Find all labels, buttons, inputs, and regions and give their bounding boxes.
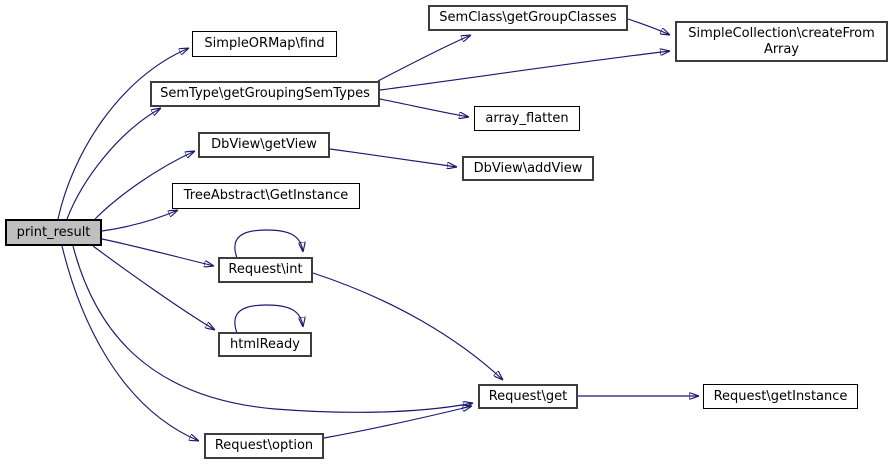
- edge-request-int-self-loop: [234, 229, 303, 259]
- edge-request-int-to-request-get: [312, 272, 503, 380]
- edge-print-result-to-request-int: [101, 238, 214, 266]
- node-treeabstract-getinstance[interactable]: TreeAbstract\GetInstance: [172, 183, 360, 209]
- node-simplecollection-createfromarray[interactable]: SimpleCollection\createFrom Array: [675, 21, 888, 62]
- node-simpleormap-find[interactable]: SimpleORMap\find: [192, 31, 337, 57]
- node-request-int[interactable]: Request\int: [218, 257, 313, 283]
- edge-request-option-to-request-get: [323, 406, 472, 439]
- edge-print-result-to-request-get: [72, 245, 473, 413]
- edge-print-result-to-simpleormap-find: [57, 48, 189, 220]
- node-request-get[interactable]: Request\get: [478, 384, 578, 409]
- edge-print-result-to-treeabstract-getinstance: [101, 210, 178, 232]
- edge-htmlready-self-loop: [234, 304, 303, 334]
- node-dbview-getview[interactable]: DbView\getView: [198, 132, 330, 158]
- edge-print-result-to-request-option: [61, 245, 199, 441]
- edge-semtype-to-array-flatten: [379, 98, 469, 117]
- edge-print-result-to-semtype-getgroupingsemtypes: [66, 108, 161, 220]
- node-array-flatten[interactable]: array_flatten: [474, 106, 580, 131]
- edge-semtype-to-simplecollection-createfromarray: [379, 51, 670, 91]
- node-request-getinstance[interactable]: Request\getInstance: [703, 384, 858, 409]
- node-request-option[interactable]: Request\option: [204, 433, 324, 459]
- node-htmlready[interactable]: htmlReady: [218, 332, 312, 357]
- edge-semclass-to-simplecollection-createfromarray: [627, 18, 670, 35]
- edge-print-result-to-dbview-getview: [94, 151, 195, 220]
- node-print-result: print_result: [5, 219, 102, 246]
- node-dbview-addview[interactable]: DbView\addView: [462, 156, 594, 181]
- edge-print-result-to-htmlready: [92, 245, 215, 330]
- node-semclass-getgroupclasses[interactable]: SemClass\getGroupClasses: [428, 5, 628, 31]
- edge-dbview-getview-to-dbview-addview: [329, 148, 457, 167]
- node-semtype-getgroupingsemtypes[interactable]: SemType\getGroupingSemTypes: [150, 81, 380, 107]
- edge-semtype-to-semclass-getgroupclasses: [377, 35, 471, 82]
